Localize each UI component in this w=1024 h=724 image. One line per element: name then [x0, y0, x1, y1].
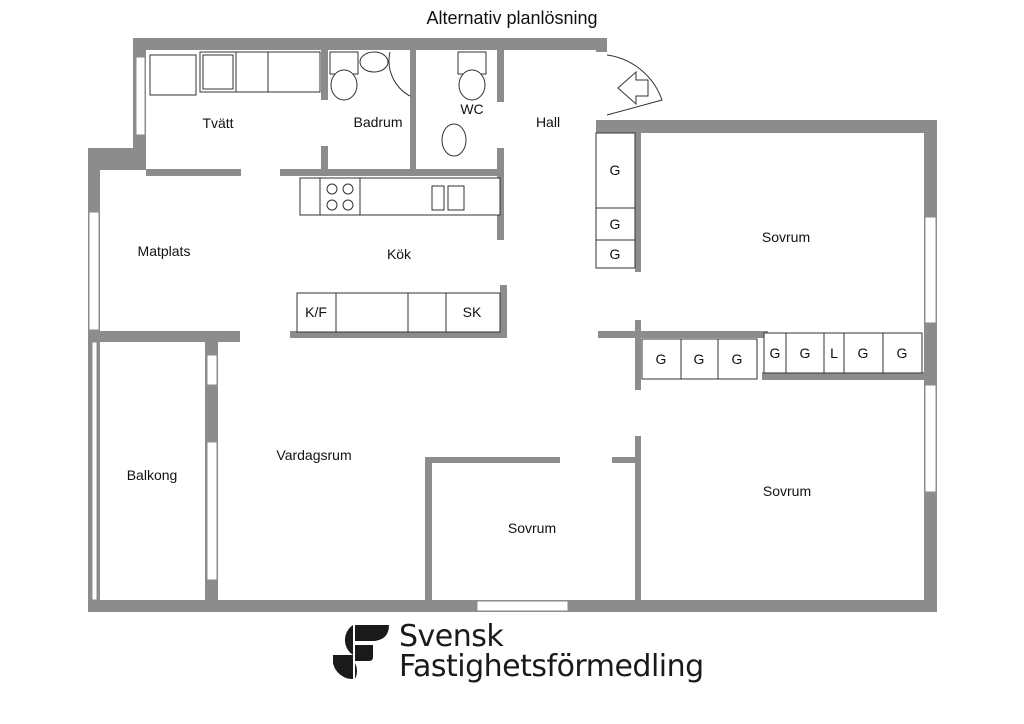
company-logo: Svensk Fastighetsförmedling	[333, 622, 704, 682]
linen-closet-label: L	[830, 345, 838, 361]
room-label-sovrum: Sovrum	[508, 520, 556, 536]
closet-label: G	[770, 345, 781, 361]
closet-label: G	[656, 351, 667, 367]
closet-label: G	[610, 216, 621, 232]
closet-label: G	[610, 246, 621, 262]
closet-label: G	[858, 345, 869, 361]
stove-icon	[326, 183, 354, 211]
fixture-labels: K/F SK G G G G G G G G L G G	[305, 162, 907, 367]
sink-icon	[359, 51, 389, 73]
room-label-hall: Hall	[536, 114, 560, 130]
room-label-kok: Kök	[387, 246, 412, 262]
logo-text: Svensk Fastighetsförmedling	[399, 622, 704, 682]
entrance-arrow-icon	[617, 70, 649, 106]
closet-label: G	[800, 345, 811, 361]
closet-label: G	[694, 351, 705, 367]
room-label-balkong: Balkong	[127, 467, 178, 483]
plan-title: Alternativ planlösning	[426, 8, 598, 28]
room-label-vardagsrum: Vardagsrum	[276, 447, 351, 463]
dishwasher-label: SK	[463, 304, 482, 320]
room-label-tvatt: Tvätt	[202, 115, 233, 131]
room-label-sovrum: Sovrum	[763, 483, 811, 499]
room-labels: Tvätt Badrum WC Hall Matplats Kök Sovrum…	[127, 101, 811, 536]
closet-label: G	[732, 351, 743, 367]
room-label-matplats: Matplats	[138, 243, 191, 259]
room-label-wc: WC	[460, 101, 483, 117]
kitchen-lower-counter	[296, 292, 501, 333]
room-label-badrum: Badrum	[353, 114, 402, 130]
shower-icon	[388, 51, 411, 97]
logo-line-1: Svensk	[399, 619, 504, 654]
logo-mark-icon	[333, 625, 389, 679]
kitchen-sink-icon	[431, 185, 445, 211]
washer-icon	[149, 54, 197, 96]
fixtures	[149, 51, 923, 380]
closet-label: G	[610, 162, 621, 178]
room-label-sovrum: Sovrum	[762, 229, 810, 245]
entrance-door	[606, 54, 663, 116]
sink-icon	[441, 123, 467, 157]
closet-label: G	[897, 345, 908, 361]
fridge-freezer-label: K/F	[305, 304, 327, 320]
logo-line-2: Fastighetsförmedling	[399, 649, 704, 684]
